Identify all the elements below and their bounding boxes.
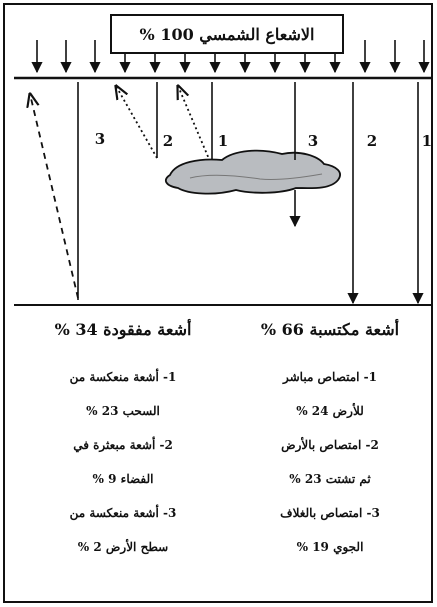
lost-line: 1- أشعة منعكسة من <box>69 370 177 384</box>
lost-line: سطح الأرض 2 % <box>77 540 169 554</box>
label-cloud-reflected: 1 <box>218 132 228 150</box>
label-atmosphere-absorbed: 3 <box>308 132 318 150</box>
title-box <box>110 14 344 54</box>
lost-line: السحب 23 % <box>86 404 160 418</box>
gained-radiation-column: أشعة مكتسبة 66 % 1- امتصاص مباشر للأرض 2… <box>235 318 425 564</box>
reflected-ground-arrow <box>30 94 79 299</box>
gained-line: للأرض 24 % <box>296 404 364 418</box>
gained-line: 2- امتصاص بالأرض <box>281 438 379 452</box>
cloud-reflected-arrow <box>178 86 213 167</box>
label-direct-absorbed: 1 <box>422 132 432 150</box>
gained-line: 3- امتصاص بالغلاف <box>280 506 380 520</box>
lost-line: 2- أشعة مبعثرة في <box>73 438 173 452</box>
outer-frame <box>3 3 433 603</box>
scattered-arrow <box>116 86 158 159</box>
gained-line: الجوي 19 % <box>296 540 364 554</box>
diagram-title: الاشعاع الشمسي 100 % <box>140 25 315 45</box>
label-scattered-absorbed: 2 <box>367 132 377 150</box>
lost-line: 3- أشعة منعكسة من <box>69 506 177 520</box>
cloud-detail <box>189 173 323 180</box>
lost-line: الفضاء 9 % <box>92 472 154 486</box>
gained-line: 1- امتصاص مباشر <box>282 370 378 384</box>
gained-heading: أشعة مكتسبة 66 % <box>260 320 400 339</box>
label-scattered: 2 <box>163 132 173 150</box>
label-reflected-ground: 3 <box>95 130 105 148</box>
lost-heading: أشعة مفقودة 34 % <box>54 320 192 339</box>
lost-radiation-column: أشعة مفقودة 34 % 1- أشعة منعكسة من السحب… <box>28 318 218 564</box>
cloud <box>164 149 341 195</box>
gained-line: ثم تشتت 23 % <box>289 472 371 486</box>
